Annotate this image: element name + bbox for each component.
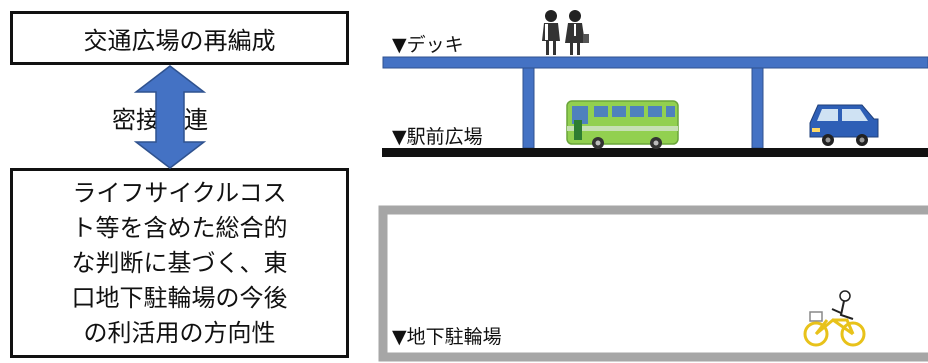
top-box: 交通広場の再編成 [10,11,349,65]
underground-frame [378,205,928,362]
bottom-box-line: な判断に基づく、東 [71,248,288,277]
bottom-box-line: 口地下駐輪場の今後 [71,283,288,312]
plaza-label: ▼駅前広場 [392,126,483,148]
top-box-label: 交通広場の再編成 [83,26,276,55]
deck-pillar [522,67,535,149]
bus-icon [566,100,679,149]
bicycle-icon [803,290,866,347]
bottom-box-line: ライフサイクルコス [72,178,287,207]
deck-slab [382,56,928,69]
double-arrow-icon [133,65,207,169]
pedestrians-icon [542,10,589,55]
deck-label: ▼デッキ [392,34,464,56]
car-icon [809,104,879,146]
deck-pillar [751,67,764,149]
bottom-box-line: ト等を含めた総合的 [71,213,288,242]
bottom-box: ライフサイクルコス ト等を含めた総合的 な判断に基づく、東 口地下駐輪場の今後 … [10,168,349,358]
bottom-box-line: の利活用の方向性 [83,318,276,347]
underground-label: ▼地下駐輪場 [392,326,502,348]
ground-line [382,148,928,157]
bottom-box-text: ライフサイクルコス ト等を含めた総合的 な判断に基づく、東 口地下駐輪場の今後 … [72,176,288,351]
